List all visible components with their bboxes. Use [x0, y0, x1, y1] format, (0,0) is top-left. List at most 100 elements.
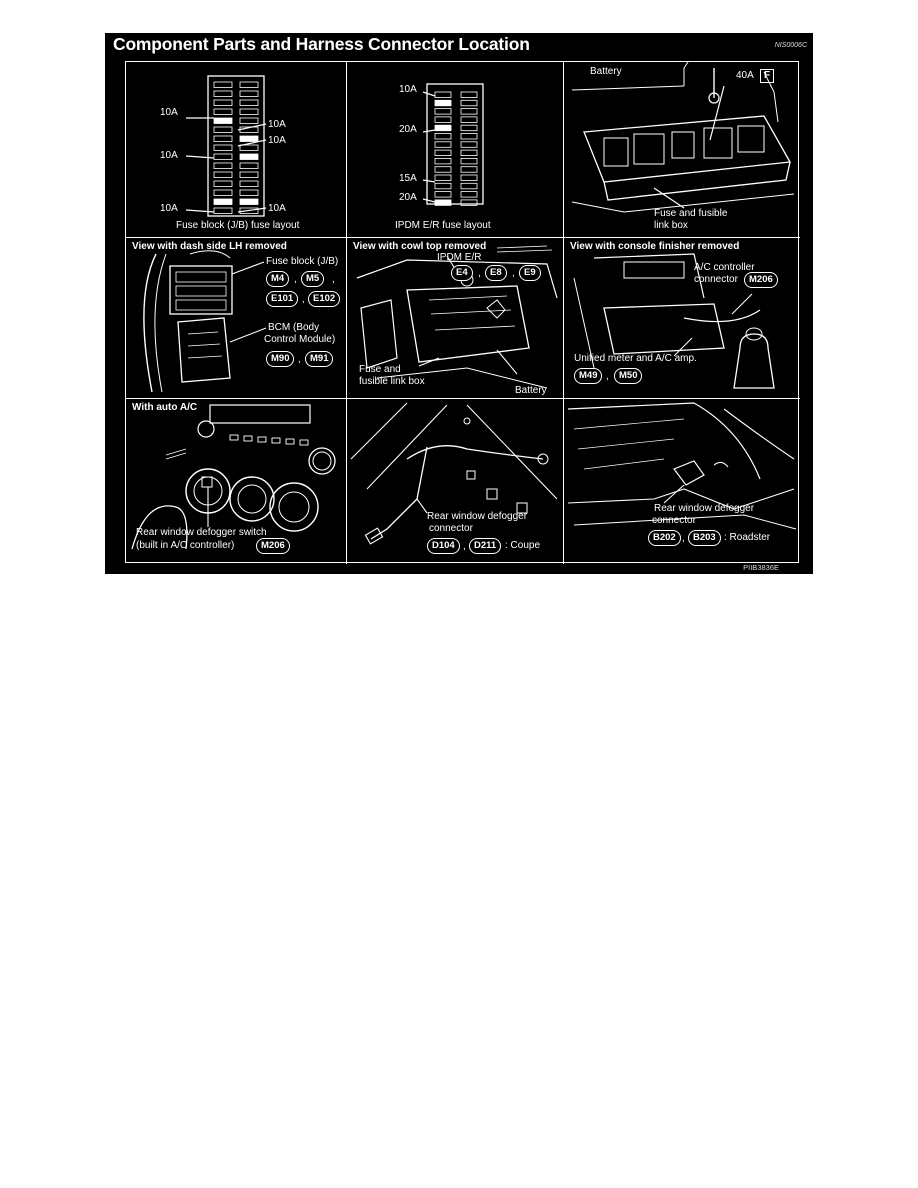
fuse-slot: [460, 174, 478, 181]
fuse-slot: [239, 207, 259, 214]
fuse-slot: [213, 108, 233, 115]
cowl-fuse-label-1: Fuse and: [359, 364, 401, 375]
connector-m4: M4: [266, 271, 290, 287]
fuse-slot: [434, 199, 452, 206]
fuse-slot: [239, 117, 259, 124]
fuse-slot: [213, 198, 233, 205]
cell-ipdm-fuse-layout: 10A 20A 15A 20A IPDM E/R fuse layout: [347, 62, 564, 238]
fuse-slot: [213, 99, 233, 106]
fuse-slot: [434, 182, 452, 190]
defogger-switch-label-1: Rear window defogger switch: [136, 527, 267, 538]
defogger-switch-label-2: (built in A/C controller): [136, 540, 235, 551]
fuse-slot: [213, 180, 233, 187]
fuse-slot: [460, 141, 478, 148]
connector-b202: B202: [648, 530, 681, 546]
roadster-defogger-label-1: Rear window defogger: [654, 503, 755, 514]
figure-footer-code: PIIB3836E: [743, 563, 779, 572]
ipdm-fuse-label-1: 10A: [399, 84, 417, 95]
fuse-slot: [460, 116, 478, 123]
fuse-slot: [434, 91, 452, 98]
fuse-slot: [213, 207, 233, 214]
ipdm-fuse-caption: IPDM E/R fuse layout: [395, 220, 491, 231]
front-mark-icon: F: [760, 69, 774, 83]
ipdm-fuse-block-drawing: [422, 83, 484, 206]
jb-fuse-slots: [213, 81, 259, 214]
fuse-slot: [434, 116, 452, 123]
fuse-slot: [239, 108, 259, 115]
bcm-label-1: BCM (Body: [268, 322, 320, 333]
fuse-slot: [460, 166, 478, 173]
connector-d211: D211: [469, 538, 502, 554]
jb-fuse-block-drawing: [185, 75, 267, 217]
ac-controller-label-2: connector: [694, 274, 738, 285]
coupe-defogger-label-1: Rear window defogger: [427, 511, 528, 522]
fuse-slot: [239, 81, 259, 88]
jb-fuse-label-4: 10A: [160, 150, 178, 161]
cell-coupe-defogger: Rear window defogger connector D104 , D2…: [347, 399, 564, 564]
fuse-slot: [434, 191, 452, 198]
figure-code: NIS0006C: [774, 42, 807, 49]
figure-title: Component Parts and Harness Connector Lo…: [113, 34, 530, 54]
component-location-figure: Component Parts and Harness Connector Lo…: [105, 33, 813, 574]
cell-auto-ac: With auto A/C Rear window defogger switc…: [126, 399, 347, 564]
battery-label: Battery: [590, 66, 622, 77]
console-heading: View with console finisher removed: [570, 241, 740, 252]
connector-m91: M91: [305, 351, 334, 367]
fuse-slot: [460, 149, 478, 156]
cowl-battery-label: Battery: [515, 385, 547, 396]
unified-meter-label: Unified meter and A/C amp.: [574, 353, 697, 364]
fuse-slot: [239, 144, 259, 151]
fuse-slot: [434, 133, 452, 140]
fusible-link-caption-1: Fuse and fusible: [654, 208, 728, 219]
fuse-slot: [213, 189, 233, 196]
ipdm-fuse-label-3: 15A: [399, 173, 417, 184]
fuse-slot: [213, 90, 233, 97]
dash-side-heading: View with dash side LH removed: [132, 241, 287, 252]
fuse-slot: [434, 99, 452, 107]
connector-m206-switch: M206: [256, 538, 290, 554]
cowl-fuse-label-2: fusible link box: [359, 376, 425, 387]
bcm-label-2: Control Module): [264, 334, 336, 345]
fuse-slot: [213, 135, 233, 142]
fuse-slot: [434, 141, 452, 148]
ipdm-fuse-slots: [434, 91, 478, 206]
roadster-defogger-label-2: connector: [652, 515, 696, 526]
connector-m90: M90: [266, 351, 295, 367]
cell-battery-fuse-box: Battery 40A F Fuse and fusible link box: [564, 62, 800, 238]
roadster-defogger-drawing: [567, 402, 797, 530]
fuse-slot: [213, 144, 233, 151]
fuse-slot: [213, 171, 233, 178]
connector-m49: M49: [574, 368, 603, 384]
connector-e8: E8: [485, 265, 507, 281]
ac-button-row: [229, 434, 309, 446]
auto-ac-drawing: [131, 404, 336, 550]
ipdm-fuse-label-4: 20A: [399, 192, 417, 203]
fuse-slot: [239, 153, 259, 160]
fuse-slot: [434, 124, 452, 132]
connector-e101: E101: [266, 291, 299, 307]
fuse-slot: [213, 126, 233, 133]
ac-button: [243, 435, 253, 442]
fuse-slot: [434, 158, 452, 165]
fuse-slot: [239, 180, 259, 187]
jb-fuse-label-5: 10A: [160, 203, 178, 214]
fuse-slot: [239, 135, 259, 142]
connector-m50: M50: [614, 368, 643, 384]
jb-fuse-label-2: 10A: [268, 119, 286, 130]
fuse-slot: [213, 81, 233, 88]
connector-e4: E4: [451, 265, 473, 281]
fuse-block-jb-label: Fuse block (J/B): [266, 256, 339, 267]
fuse-slot: [213, 162, 233, 169]
fuse-slot: [239, 171, 259, 178]
cell-console: View with console finisher removed A/C c…: [564, 238, 800, 399]
fuse-slot: [434, 166, 452, 173]
fuse-slot: [460, 182, 478, 190]
auto-ac-heading: With auto A/C: [132, 402, 198, 413]
connector-m5: M5: [301, 271, 325, 287]
coupe-variant-label: : Coupe: [505, 540, 541, 551]
fuse-slot: [239, 99, 259, 106]
ac-button: [285, 438, 295, 445]
fuse-slot: [239, 198, 259, 205]
fuse-slot: [239, 189, 259, 196]
figure-header: Component Parts and Harness Connector Lo…: [105, 33, 813, 57]
